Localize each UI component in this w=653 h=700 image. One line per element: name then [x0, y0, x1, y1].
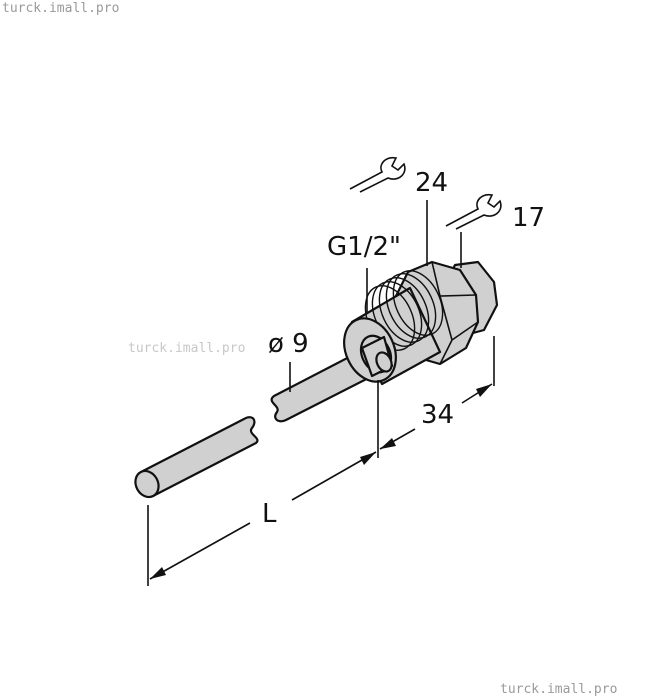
wrench-size-17-label: 17 — [512, 203, 545, 233]
fitting-length-label: 34 — [421, 400, 454, 430]
watermark-top-left: turck.imall.pro — [2, 1, 120, 16]
watermark-center: turck.imall.pro — [128, 341, 246, 356]
thread-size-label: G1/2" — [327, 232, 401, 262]
diameter-label: ø 9 — [268, 329, 309, 359]
dimension-lines — [147, 200, 495, 586]
wrench-size-24-label: 24 — [415, 168, 448, 198]
length-label: L — [262, 499, 277, 529]
wrench-icon-17 — [445, 193, 502, 230]
tube-lower — [134, 416, 259, 499]
wrench-icon-24 — [349, 156, 406, 193]
watermark-bottom-right: turck.imall.pro — [500, 682, 618, 697]
thread-body — [343, 270, 444, 386]
